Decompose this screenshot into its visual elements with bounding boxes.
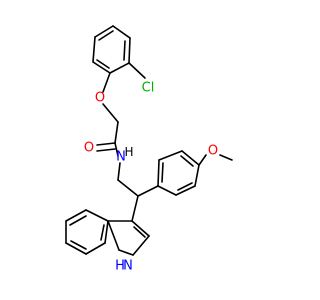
amide-hydrogen-label: H xyxy=(124,145,133,159)
bond xyxy=(85,209,109,222)
bond xyxy=(123,40,126,61)
bond xyxy=(96,59,110,69)
bond xyxy=(177,182,193,191)
bond xyxy=(107,220,120,251)
bond xyxy=(158,150,183,161)
bond xyxy=(131,220,150,237)
amide-nitrogen-label: N xyxy=(116,150,126,165)
bond xyxy=(92,61,111,74)
bond xyxy=(98,30,114,41)
bond xyxy=(102,72,111,93)
bond xyxy=(112,25,131,39)
bond xyxy=(117,162,121,181)
bond xyxy=(131,195,139,222)
bond xyxy=(157,159,160,187)
bond xyxy=(194,164,200,187)
carbonyl-oxygen-label: O xyxy=(84,141,94,156)
bond xyxy=(133,226,146,238)
bond xyxy=(96,148,116,152)
bond xyxy=(219,154,233,161)
bond xyxy=(118,249,134,256)
bond xyxy=(100,224,105,241)
bond xyxy=(132,235,150,256)
methoxy-oxygen-label: O xyxy=(208,144,218,159)
bond xyxy=(94,25,114,38)
bond xyxy=(157,185,177,196)
bond xyxy=(137,185,159,197)
bond xyxy=(198,154,207,166)
molecule-structure: Cl O O N H O H N xyxy=(65,25,233,274)
bond xyxy=(102,103,119,123)
bond xyxy=(161,162,164,183)
bond xyxy=(69,215,87,226)
bond xyxy=(92,36,96,63)
bond xyxy=(181,150,200,166)
bond xyxy=(65,242,87,255)
indole-nitrogen-label: N xyxy=(123,259,133,274)
bond xyxy=(109,62,130,74)
bonds xyxy=(65,25,233,256)
bond xyxy=(117,179,139,197)
bond xyxy=(175,185,196,196)
ether-oxygen-label: O xyxy=(95,91,105,106)
bond xyxy=(128,62,146,79)
bond xyxy=(85,242,106,255)
bond xyxy=(96,142,116,146)
atom-labels: Cl O O N H O H N xyxy=(84,81,218,274)
bond xyxy=(114,142,119,157)
bond xyxy=(104,220,109,244)
bond xyxy=(114,121,119,144)
bond xyxy=(128,37,131,64)
indole-hydrogen-label: H xyxy=(115,259,125,274)
bond xyxy=(70,240,87,250)
bond xyxy=(65,209,87,222)
bond xyxy=(180,155,194,167)
chlorine-label: Cl xyxy=(142,81,155,96)
